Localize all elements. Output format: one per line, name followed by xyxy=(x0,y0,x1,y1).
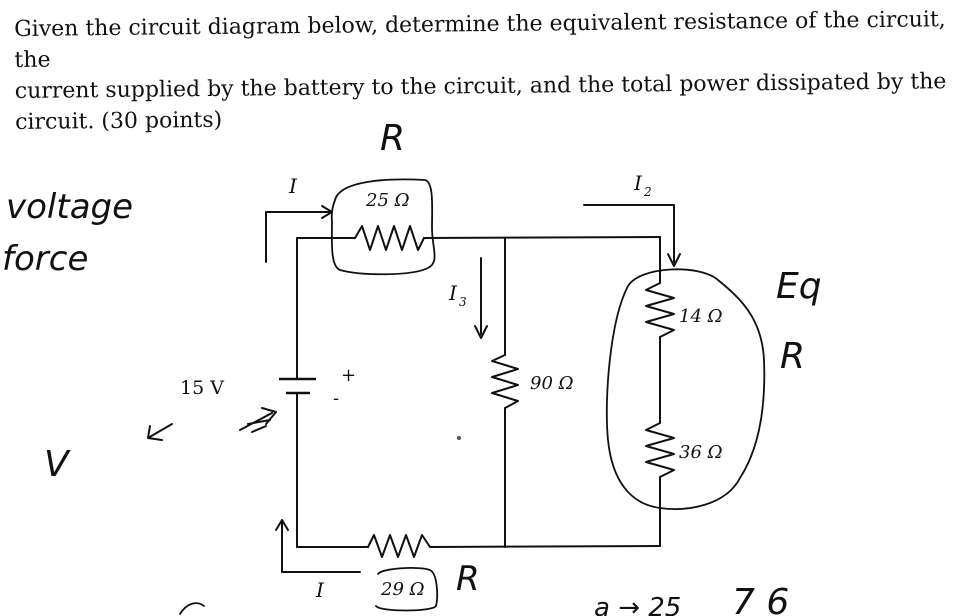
hand-arrow-diagonal xyxy=(147,423,173,441)
battery-label: 15 V xyxy=(180,377,224,399)
hand-v-symbol: V xyxy=(44,444,71,485)
hand-r-bottom: R xyxy=(456,559,480,599)
current-label-bottom: I xyxy=(315,578,325,602)
current-arrow-i2 xyxy=(583,204,675,263)
hand-force: force xyxy=(2,239,88,279)
hand-bottom-scribble: a → 25 xyxy=(594,593,681,616)
current-label-i3-sub: 3 xyxy=(459,295,467,309)
resistor-29-zigzag xyxy=(367,534,431,558)
current-arrow-top xyxy=(265,211,331,263)
resistor-14-label: 14 Ω xyxy=(679,306,723,327)
hand-arrow-pointer xyxy=(239,407,277,433)
current-label-i2: I xyxy=(633,171,643,195)
bottom-left-scribble xyxy=(179,602,205,615)
wire-bottom-right xyxy=(429,545,661,548)
resistor-36-label: 36 Ω xyxy=(679,442,723,463)
current-arrow-i3-head xyxy=(474,325,488,339)
current-arrow-bottom xyxy=(281,521,361,573)
battery-plus-label: + xyxy=(341,365,356,386)
resistor-25-zigzag xyxy=(354,225,425,251)
hand-eq: Eq xyxy=(776,266,822,307)
resistor-29-label: 29 Ω xyxy=(380,579,425,600)
current-label-i3: I xyxy=(448,281,458,305)
resistor-14-zigzag xyxy=(645,282,675,338)
current-arrow-i2-head xyxy=(667,253,681,267)
stray-dot xyxy=(457,436,461,440)
hand-r-top: R xyxy=(380,118,405,159)
resistor-25-label: 25 Ω xyxy=(365,190,410,211)
circle-around-25 xyxy=(330,178,436,276)
resistor-36-zigzag xyxy=(645,422,675,478)
resistor-90-zigzag xyxy=(491,354,519,409)
circle-around-14-36 xyxy=(605,268,766,510)
battery-minus-label: - xyxy=(333,388,339,409)
battery xyxy=(279,377,316,395)
current-label-i2-sub: 2 xyxy=(643,185,652,199)
hand-bottom-right: 7 6 xyxy=(732,582,789,616)
resistor-90-label: 90 Ω xyxy=(530,373,574,394)
current-label-top: I xyxy=(288,174,298,198)
hand-voltage: voltage xyxy=(6,187,133,227)
current-arrow-bottom-head xyxy=(275,519,289,531)
hand-r-right: R xyxy=(780,336,805,377)
wire-top-right xyxy=(423,236,661,239)
circle-around-29 xyxy=(375,567,438,612)
